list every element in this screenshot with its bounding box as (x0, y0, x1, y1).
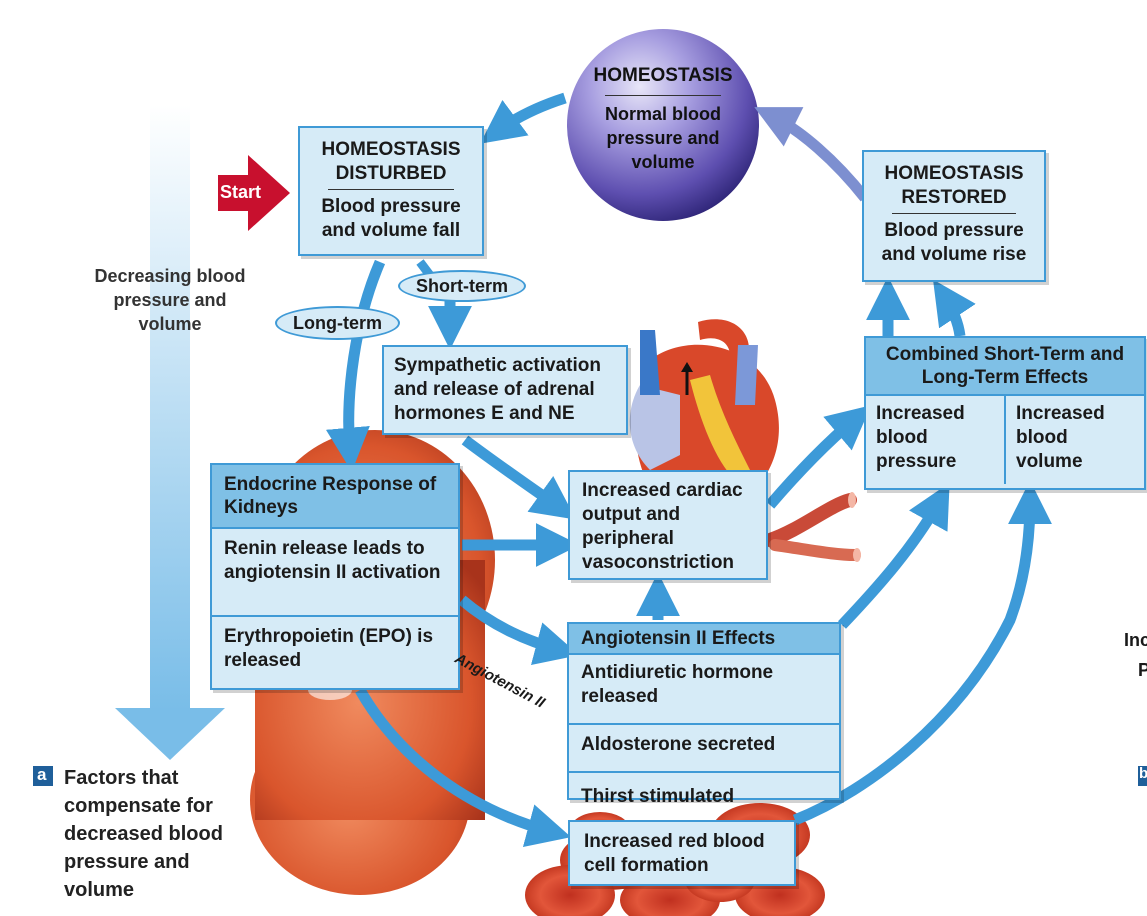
homeostasis-text: Normal blood pressure and volume (605, 104, 721, 172)
arrow-to-homeostasis (754, 107, 870, 202)
combined-effects-box: Combined Short-Term and Long-Term Effect… (864, 336, 1146, 490)
disturbed-text: Blood pressure and volume fall (321, 196, 461, 241)
rbc-formation-box: Increased red blood cell formation (568, 820, 796, 886)
caption-badge: a (37, 765, 47, 784)
arrow-cardiac-to-combined (765, 405, 872, 509)
combined-right: Increased blood volume (1004, 396, 1144, 484)
angiotensin-effects-box: Angiotensin II Effects Antidiuretic horm… (567, 622, 841, 807)
homeostasis-rule (605, 95, 721, 96)
arrow-to-angiotensin (458, 595, 580, 666)
restored-rule (892, 213, 1016, 214)
blood-vessel-illustration (763, 492, 861, 562)
arrow-epo-to-rbc (355, 687, 572, 847)
start-label: Start (220, 182, 262, 202)
angio-effect-aldosterone: Aldosterone secreted (569, 723, 839, 771)
endocrine-response-box: Endocrine Response of Kidneys Renin rele… (210, 463, 460, 690)
decreasing-pressure-label: Decreasing blood pressure and volume (94, 266, 246, 334)
endocrine-item-2: Erythropoietin (EPO) is released (212, 615, 458, 681)
cardiac-output-box: Increased cardiac output and peripheral … (568, 470, 768, 580)
arrow-combined-to-restored-2 (933, 279, 976, 337)
arrow-to-disturbed (480, 92, 567, 144)
edge-badge-box (1138, 766, 1147, 786)
restored-text: Blood pressure and volume rise (881, 220, 1027, 265)
homeostasis-sphere (567, 29, 759, 221)
edge-badge: b (1139, 765, 1147, 782)
angio-effect-adh: Antidiuretic hormone released (569, 653, 839, 723)
edge-text-line-1: Inc (1124, 630, 1147, 650)
long-term-pill: Long-term (275, 306, 400, 340)
disturbed-title: HOMEOSTASIS DISTURBED (321, 139, 461, 184)
sympathetic-activation-box: Sympathetic activation and release of ad… (382, 345, 628, 435)
combined-left: Increased blood pressure (876, 403, 965, 472)
decreasing-pressure-arrow (115, 105, 225, 760)
angiotensin-effects-title: Angiotensin II Effects (569, 624, 839, 653)
sympathetic-text: Sympathetic activation and release of ad… (394, 355, 601, 424)
combined-title: Combined Short-Term and Long-Term Effect… (866, 338, 1144, 394)
arrow-angiotensin-to-combined (838, 482, 950, 629)
homeostasis-node: HOMEOSTASIS Normal blood pressure and vo… (575, 65, 751, 174)
caption-text: Factors that compensate for decreased bl… (64, 767, 223, 901)
arrow-rbc-to-combined (792, 480, 1052, 826)
arrow-long-term (325, 259, 386, 472)
rbc-text: Increased red blood cell formation (584, 831, 765, 876)
homeostasis-title: HOMEOSTASIS (593, 65, 733, 86)
caption-badge-box (33, 766, 53, 786)
combined-split: Increased blood pressure Increased blood… (866, 394, 1144, 484)
restored-title: HOMEOSTASIS RESTORED (884, 163, 1024, 208)
angio-effect-thirst: Thirst stimulated (569, 771, 839, 821)
edge-text-line-2: P (1138, 660, 1147, 680)
endocrine-title: Endocrine Response of Kidneys (212, 465, 458, 527)
arrow-sympathetic-to-cardiac (461, 435, 577, 520)
endocrine-item-1: Renin release leads to angiotensin II ac… (212, 527, 458, 615)
disturbed-rule (328, 189, 454, 190)
homeostasis-restored-box: HOMEOSTASIS RESTORED Blood pressure and … (862, 150, 1046, 282)
start-arrow (218, 155, 290, 231)
cardiac-text: Increased cardiac output and peripheral … (582, 480, 743, 573)
short-term-pill: Short-term (398, 270, 526, 302)
homeostasis-disturbed-box: HOMEOSTASIS DISTURBED Blood pressure and… (298, 126, 484, 256)
